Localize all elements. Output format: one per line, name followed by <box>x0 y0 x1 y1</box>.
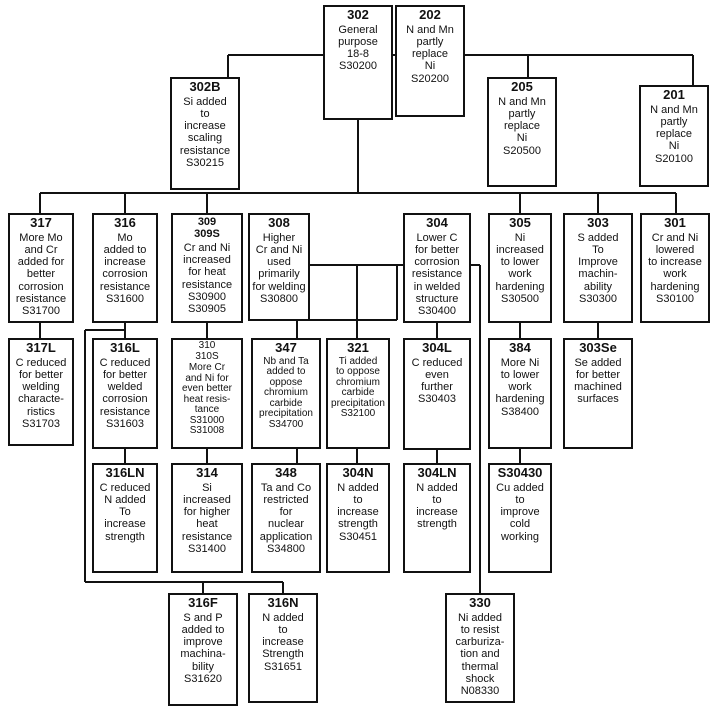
grade-box-314: 314 Si increased for higher heat resista… <box>171 463 243 573</box>
grade-box-316f: 316F S and P added to improve machina- b… <box>168 593 238 706</box>
grade-description: N and Mn partly replace Ni S20500 <box>498 95 546 157</box>
grade-box-302b: 302B Si added to increase scaling resist… <box>170 77 240 190</box>
grade-number: 304N <box>342 465 374 480</box>
grade-description: More Mo and Cr added for better corrosio… <box>15 231 67 318</box>
grade-description: Ti added to oppose chromium carbide prec… <box>331 355 385 420</box>
grade-box-302: 302 General purpose 18-8 S30200 <box>323 5 393 120</box>
grade-box-301: 301 Cr and Ni lowered to increase work h… <box>640 213 710 323</box>
grade-number: 205 <box>511 79 533 94</box>
grade-box-303: 303 S added To Improve machin- ability S… <box>563 213 633 323</box>
grade-number: 384 <box>509 340 531 355</box>
grade-box-309: 309 309S Cr and Ni increased for heat re… <box>171 213 243 323</box>
grade-number: 304L <box>422 340 452 355</box>
grade-number: 321 <box>347 340 369 355</box>
grade-description: Ta and Co restricted for nuclear applica… <box>259 481 313 556</box>
grade-description: More Ni to lower work hardening S38400 <box>495 356 545 418</box>
grade-description: Si added to increase scaling resistance … <box>179 95 231 170</box>
grade-number: 316LN <box>105 465 145 480</box>
grade-box-s30430: S30430 Cu added to improve cold working <box>488 463 552 573</box>
grade-number: 317L <box>26 340 56 355</box>
grade-box-304: 304 Lower C for better corrosion resista… <box>403 213 471 323</box>
grade-number: 316L <box>110 340 140 355</box>
grade-description: C reduced N added To increase strength <box>99 481 151 543</box>
grade-description: N and Mn partly replace Ni S20200 <box>406 23 454 85</box>
grade-box-205: 205 N and Mn partly replace Ni S20500 <box>487 77 557 187</box>
grade-description: Mo added to increase corrosion resistanc… <box>99 231 151 306</box>
grade-description: Si increased for higher heat resistance … <box>181 481 233 556</box>
grade-number: 302 <box>347 7 369 22</box>
grade-description: Cr and Ni lowered to increase work harde… <box>648 231 702 306</box>
grade-box-310: 310 310S More Cr and Ni for even better … <box>171 338 243 449</box>
grade-number: 301 <box>664 215 686 230</box>
grade-description: C reduced for better welding characte- r… <box>15 356 67 431</box>
grade-box-316ln: 316LN C reduced N added To increase stre… <box>92 463 158 573</box>
grade-box-316: 316 Mo added to increase corrosion resis… <box>92 213 158 323</box>
grade-box-316n: 316N N added to increase Strength S31651 <box>248 593 318 703</box>
grade-description: C reduced for better welded corrosion re… <box>99 356 151 431</box>
grade-number: 317 <box>30 215 52 230</box>
grade-description: Cr and Ni increased for heat resistance … <box>181 241 233 316</box>
grade-number: 316 <box>114 215 136 230</box>
grade-description: Nb and Ta added to oppose chromium carbi… <box>259 355 313 430</box>
grade-description: N added to increase Strength S31651 <box>262 611 304 673</box>
grade-number: 316F <box>188 595 218 610</box>
grade-number: 310 310S <box>195 340 219 362</box>
grade-description: N added to increase strength <box>416 481 458 531</box>
grade-number: 330 <box>469 595 491 610</box>
grade-description: S added To Improve machin- ability S3030… <box>577 231 619 306</box>
grade-description: Se added for better machined surfaces <box>574 356 622 406</box>
grade-description: N and Mn partly replace Ni S20100 <box>650 103 698 165</box>
grade-number: 316N <box>267 595 299 610</box>
grade-description: General purpose 18-8 S30200 <box>338 23 378 73</box>
grade-box-317: 317 More Mo and Cr added for better corr… <box>8 213 74 323</box>
grade-number: 303 <box>587 215 609 230</box>
grade-box-308: 308 Higher Cr and Ni used primarily for … <box>248 213 310 321</box>
grade-number: 302B <box>189 79 221 94</box>
grade-number: 305 <box>509 215 531 230</box>
grade-box-330: 330 Ni added to resist carburiza- tion a… <box>445 593 515 703</box>
grade-description: Ni increased to lower work hardening S30… <box>495 231 545 306</box>
grade-box-317l: 317L C reduced for better welding charac… <box>8 338 74 446</box>
grade-box-303se: 303Se Se added for better machined surfa… <box>563 338 633 449</box>
grade-box-347: 347 Nb and Ta added to oppose chromium c… <box>251 338 321 449</box>
grade-box-316l: 316L C reduced for better welded corrosi… <box>92 338 158 449</box>
grade-number: 348 <box>275 465 297 480</box>
grade-description: S and P added to improve machina- bility… <box>180 611 226 686</box>
grade-number: 347 <box>275 340 297 355</box>
grade-box-384: 384 More Ni to lower work hardening S384… <box>488 338 552 449</box>
grade-box-201: 201 N and Mn partly replace Ni S20100 <box>639 85 709 187</box>
grade-number: 309 309S <box>194 216 220 241</box>
grade-description: C reduced even further S30403 <box>411 356 463 406</box>
grade-number: 304LN <box>417 465 457 480</box>
grade-number: 314 <box>196 465 218 480</box>
grade-description: Ni added to resist carburiza- tion and t… <box>455 611 505 698</box>
grade-number: 201 <box>663 87 685 102</box>
grade-number: 304 <box>426 215 448 230</box>
grade-box-348: 348 Ta and Co restricted for nuclear app… <box>251 463 321 573</box>
grade-number: 303Se <box>579 340 617 355</box>
grade-box-202: 202 N and Mn partly replace Ni S20200 <box>395 5 465 117</box>
grade-box-304ln: 304LN N added to increase strength <box>403 463 471 573</box>
grade-box-304l: 304L C reduced even further S30403 <box>403 338 471 450</box>
grade-description: N added to increase strength S30451 <box>337 481 379 543</box>
grade-number: 202 <box>419 7 441 22</box>
grade-box-321: 321 Ti added to oppose chromium carbide … <box>326 338 390 449</box>
grade-number: S30430 <box>497 465 543 480</box>
grade-description: Cu added to improve cold working <box>496 481 544 543</box>
grade-description: Lower C for better corrosion resistance … <box>411 231 463 318</box>
grade-number: 308 <box>268 215 290 230</box>
grade-description: Higher Cr and Ni used primarily for weld… <box>252 231 306 306</box>
grade-box-305: 305 Ni increased to lower work hardening… <box>488 213 552 323</box>
grade-description: More Cr and Ni for even better heat resi… <box>181 362 233 436</box>
grade-box-304n: 304N N added to increase strength S30451 <box>326 463 390 573</box>
